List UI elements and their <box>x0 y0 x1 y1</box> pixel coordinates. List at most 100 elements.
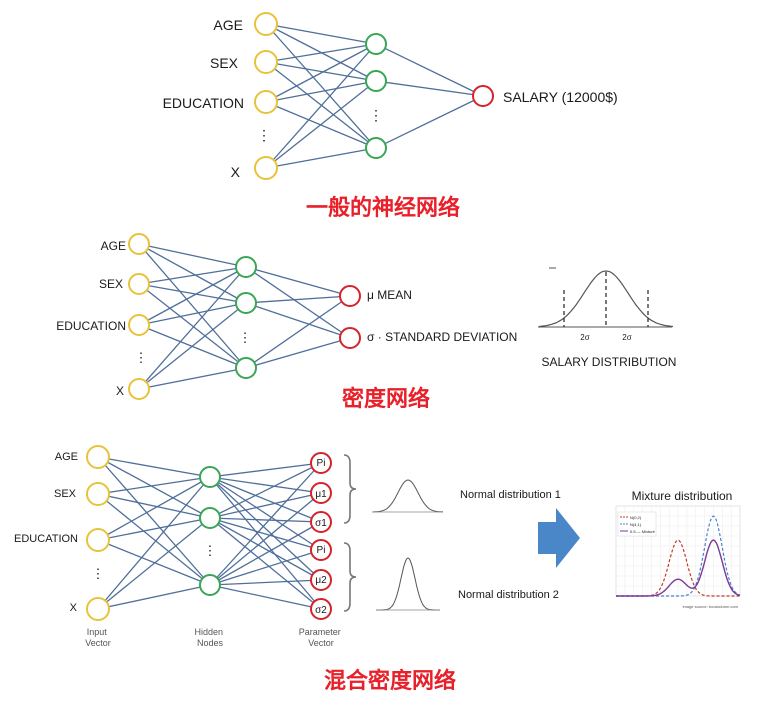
mixture-input-label-education: EDUCATION <box>14 533 78 545</box>
density-hidden-node <box>235 256 257 278</box>
mixture-title: 混合密度网络 <box>324 668 456 694</box>
mixture-output-node <box>310 539 332 561</box>
general-edge <box>265 147 377 169</box>
mixture-edge <box>209 517 322 581</box>
mixture-input-ellipsis: ⋮ <box>92 566 105 581</box>
mixture-edge <box>209 462 322 519</box>
general-output-label: SALARY (12000$) <box>503 89 618 105</box>
density-input-node <box>128 314 150 336</box>
general-input-node <box>254 50 278 74</box>
general-edge <box>265 80 377 103</box>
mixture-hidden-node <box>199 507 221 529</box>
mixture-edge <box>209 517 322 551</box>
mixture-input-node <box>86 482 110 506</box>
legend-label-1: N(0,2) <box>630 515 642 520</box>
density-nodes <box>128 233 361 400</box>
density-input-label-x: X <box>116 384 124 398</box>
mixture-edge <box>97 493 211 586</box>
mixture-legend: N(0,2) N(4,1) 0.5 — Mixture <box>617 511 657 537</box>
general-edge <box>265 61 377 82</box>
mixture-edge <box>209 492 322 586</box>
density-edge <box>138 302 247 326</box>
mixture-edge <box>97 456 211 519</box>
density-output-label-mean: μ MEAN <box>367 288 412 302</box>
general-edge <box>265 43 377 103</box>
mixture-edge <box>97 584 211 610</box>
density-input-label-age: AGE <box>101 239 126 253</box>
density-input-ellipsis: ⋮ <box>135 350 148 365</box>
density-edge <box>138 266 247 285</box>
density-input-label-education: EDUCATION <box>56 319 126 333</box>
mixture-output-node <box>310 452 332 474</box>
density-edge <box>138 243 247 369</box>
param-label-pi-2: Pi <box>317 545 326 556</box>
mixture-edge <box>209 584 322 610</box>
mixture-edge <box>209 517 322 610</box>
salary-distribution-chart: 2σ 2σ SALARY DISTRIBUTION <box>538 267 676 369</box>
general-edge <box>265 23 377 45</box>
density-edge <box>138 243 247 304</box>
mixture-edge <box>209 476 322 581</box>
mixture-edge <box>209 476 322 551</box>
mixture-hidden-ellipsis: ⋮ <box>204 543 217 558</box>
general-edges <box>265 23 484 169</box>
general-input-node <box>254 156 278 180</box>
general-input-node <box>254 90 278 114</box>
density-hidden-ellipsis: ⋮ <box>239 330 252 345</box>
general-network: AGE SEX EDUCATION ⋮ X ⋮ SALARY (12000$) … <box>163 12 618 221</box>
density-input-node <box>128 378 150 400</box>
density-edge <box>138 302 247 390</box>
general-hidden-node <box>365 33 387 55</box>
density-input-node <box>128 233 150 255</box>
mixture-edge <box>209 462 322 586</box>
sigma-label-left: 2σ <box>580 333 589 342</box>
general-edge <box>375 95 484 149</box>
general-hidden-ellipsis: ⋮ <box>369 107 383 123</box>
general-input-label-education: EDUCATION <box>163 95 244 111</box>
mixture-output-node <box>310 482 332 504</box>
mixture-edge <box>97 476 211 541</box>
mixture-chart: Mixture distribution N(0,2) N(4,1) 0.5 —… <box>615 489 741 609</box>
caption-hidden-line-1: Hidden <box>194 627 223 637</box>
normal-curve-1 <box>373 479 443 513</box>
normal-dist-label-1: Normal distribution 1 <box>460 489 561 501</box>
mixture-edge <box>209 462 322 478</box>
density-edge <box>245 266 351 297</box>
mixture-nodes <box>86 445 332 621</box>
density-edge <box>138 283 247 304</box>
density-edge <box>138 266 247 326</box>
legend-label-3: 0.5 — Mixture <box>630 529 656 534</box>
mixture-input-node <box>86 597 110 621</box>
mixture-hidden-node <box>199 466 221 488</box>
mixture-output-node <box>310 511 332 533</box>
caption-param-line-1: Parameter <box>299 627 341 637</box>
general-input-label-sex: SEX <box>210 55 239 71</box>
general-output-node <box>472 85 494 107</box>
mixture-edge <box>209 579 322 586</box>
mixture-input-label-age: AGE <box>55 451 78 463</box>
mixture-network: AGE SEX EDUCATION ⋮ X ⋮ Pi μ1 σ1 Pi μ2 σ… <box>14 445 741 694</box>
density-output-node <box>339 327 361 349</box>
mixture-edge <box>97 476 211 495</box>
mixture-hidden-node <box>199 574 221 596</box>
mixture-edge <box>97 456 211 586</box>
mixture-edge <box>97 456 211 478</box>
general-edge <box>375 43 484 97</box>
density-edge <box>138 283 247 369</box>
mixture-edge <box>97 517 211 541</box>
density-output-label-std: σ · STANDARD DEVIATION <box>367 330 517 344</box>
caption-parameter-vector: Parameter Vector <box>299 627 344 648</box>
general-edge <box>265 43 377 63</box>
general-edge <box>265 61 377 149</box>
density-hidden-node <box>235 292 257 314</box>
density-output-node <box>339 285 361 307</box>
mixture-edge <box>97 493 211 519</box>
param-label-mu-1: μ1 <box>315 489 327 500</box>
param-label-mu-2: μ2 <box>315 575 327 586</box>
mixture-series-mixture <box>616 539 741 597</box>
general-edge <box>265 80 377 169</box>
density-edges <box>138 243 351 390</box>
general-title: 一般的神经网络 <box>306 195 460 221</box>
mixture-edge <box>97 476 211 610</box>
